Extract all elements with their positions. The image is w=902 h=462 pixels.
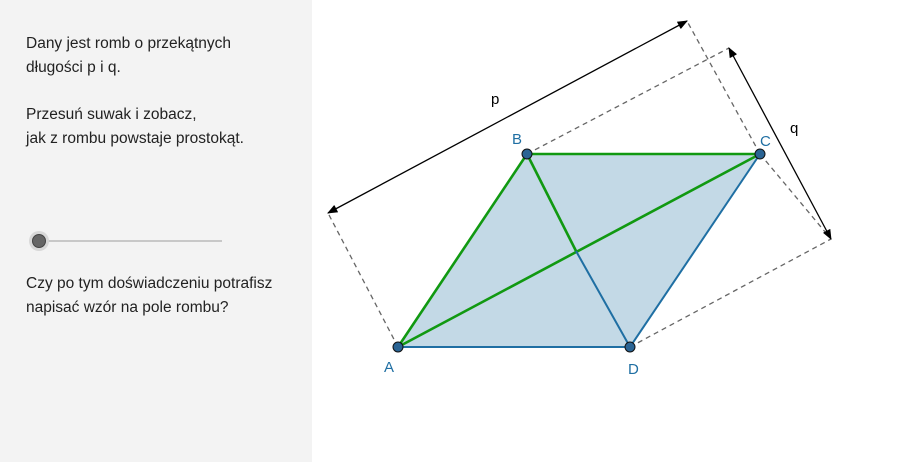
point-d[interactable] <box>624 341 636 353</box>
slider-track[interactable] <box>38 240 222 242</box>
question-line-1: Czy po tym doświadczeniu potrafisz <box>26 275 273 292</box>
diagonal-bd-blue <box>575 250 631 348</box>
edge-ab <box>396 153 529 348</box>
label-d: D <box>628 361 639 378</box>
label-q: q <box>790 120 798 137</box>
label-b: B <box>512 131 522 148</box>
label-c: C <box>760 133 771 150</box>
edge-dc <box>629 153 761 348</box>
diagonal-ac <box>397 152 761 349</box>
dashed-line-c-right <box>759 153 832 240</box>
intro-line-1: Dany jest romb o przekątnych <box>26 35 232 52</box>
dashed-line-c-top <box>686 20 761 155</box>
geometry-canvas: A B C D p q <box>327 20 832 378</box>
transform-slider[interactable] <box>30 232 222 250</box>
diagonal-bd-green <box>525 153 578 252</box>
dashed-line-b-top <box>526 47 730 155</box>
point-a[interactable] <box>392 341 404 353</box>
dashed-line-d-bottom <box>629 238 832 348</box>
label-p: p <box>491 91 499 108</box>
p-dimension-arrow <box>327 20 688 214</box>
question-text: Czy po tym doświadczeniu potrafisz napis… <box>26 272 272 320</box>
q-dimension-arrow <box>728 47 832 240</box>
intro-text: Dany jest romb o przekątnych długości p … <box>26 32 231 80</box>
slider-knob[interactable] <box>32 234 46 248</box>
label-a: A <box>384 359 394 376</box>
instruction-line-1: Przesuń suwak i zobacz, <box>26 106 197 123</box>
instruction-line-2: jak z rombu powstaje prostokąt. <box>26 130 244 147</box>
intro-line-2: długości p i q. <box>26 59 121 76</box>
point-b[interactable] <box>521 148 533 160</box>
question-line-2: napisać wzór na pole rombu? <box>26 299 229 316</box>
point-c[interactable] <box>754 148 766 160</box>
instruction-text: Przesuń suwak i zobacz, jak z rombu pows… <box>26 103 244 151</box>
left-panel: Dany jest romb o przekątnych długości p … <box>0 0 312 462</box>
dashed-line-a-left <box>327 212 399 348</box>
